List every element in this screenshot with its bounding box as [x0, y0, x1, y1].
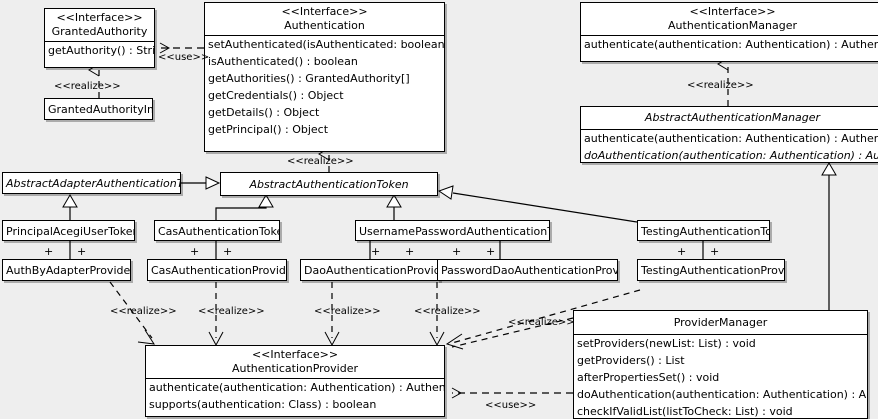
class-password-dao-authentication-provider[interactable]: PasswordDaoAuthenticationProvider: [437, 259, 618, 281]
class-authentication[interactable]: <<Interface>> Authentication setAuthenti…: [204, 2, 445, 152]
class-stereotype: <<Interface>>: [56, 11, 143, 24]
assoc-plus: +: [77, 245, 87, 258]
operation: getCredentials() : Object: [208, 89, 344, 102]
operation: authenticate(authentication: Authenticat…: [584, 38, 878, 51]
class-name: ProviderManager: [673, 316, 768, 329]
assoc-plus: +: [223, 245, 233, 258]
operation: isAuthenticated() : boolean: [208, 55, 358, 68]
class-name: UsernamePasswordAuthenticationToken: [359, 225, 549, 238]
compartment-divider: [581, 129, 878, 130]
compartment-divider: [146, 378, 444, 379]
class-abstract-adapter-authentication-token[interactable]: AbstractAdapterAuthenticationToken: [2, 172, 181, 194]
edge-label-realize-daoauthenticationprovider: <<realize>>: [314, 306, 381, 317]
class-name: AbstractAdapterAuthenticationToken: [6, 177, 180, 190]
operation: getAuthorities() : GrantedAuthority[]: [208, 72, 410, 85]
class-abstract-authentication-token[interactable]: AbstractAuthenticationToken: [220, 172, 438, 196]
class-granted-authority[interactable]: <<Interface>> GrantedAuthority getAuthor…: [44, 8, 155, 68]
class-provider-manager[interactable]: ProviderManager setProviders(newList: Li…: [573, 310, 868, 419]
compartment-divider: [581, 35, 878, 36]
edge-label-realize-casauthenticationprovider: <<realize>>: [198, 306, 265, 317]
class-name: DaoAuthenticationProvider: [304, 264, 440, 277]
operation: getPrincipal() : Object: [208, 123, 329, 136]
operation: setProviders(newList: List) : void: [577, 337, 756, 350]
class-name: PrincipalAcegiUserToken: [6, 225, 135, 238]
edge-label-realize-authbyadapterprovider: <<realize>>: [110, 306, 177, 317]
class-authentication-manager[interactable]: <<Interface>> AuthenticationManager auth…: [580, 2, 878, 62]
edge-label-realize-providermanager: <<realize>>: [508, 317, 575, 328]
edge-label-realize-abstractauthenticationtoken: <<realize>>: [287, 156, 354, 167]
compartment-divider: [574, 334, 867, 335]
edge-usernamepasswordtoken-extends-abstractauthenticationtoken: [386, 194, 402, 220]
class-cas-authentication-token[interactable]: CasAuthenticationToken: [154, 220, 280, 241]
operations-compartment: authenticate(authentication: Authenticat…: [146, 379, 444, 413]
edge-label-realize-abstractauthenticationmanager: <<realize>>: [687, 80, 754, 91]
class-name: GrantedAuthority: [51, 25, 148, 38]
class-testing-authentication-provider[interactable]: TestingAuthenticationProvider: [637, 259, 785, 281]
class-cas-authentication-provider[interactable]: CasAuthenticationProvider: [147, 259, 287, 281]
assoc-plus: +: [452, 245, 462, 258]
class-principal-acegi-user-token[interactable]: PrincipalAcegiUserToken: [2, 220, 135, 241]
operation: doAuthentication(authentication: Authent…: [577, 388, 867, 401]
operation: getAuthority() : String: [48, 44, 155, 57]
operation: getDetails() : Object: [208, 106, 320, 119]
class-authentication-provider[interactable]: <<Interface>> AuthenticationProvider aut…: [145, 345, 445, 417]
class-name: Authentication: [284, 19, 365, 32]
edge-testingauthenticationtoken-extends-abstractauthenticationtoken: [437, 185, 638, 223]
edge-providermanager-extends-abstractauthenticationmanager: [821, 162, 837, 310]
class-abstract-authentication-manager[interactable]: AbstractAuthenticationManager authentica…: [580, 106, 878, 163]
assoc-plus: +: [190, 245, 200, 258]
class-stereotype: <<Interface>>: [251, 348, 339, 361]
class-name: AbstractAuthenticationManager: [644, 111, 821, 124]
assoc-plus: +: [44, 245, 54, 258]
operation: authenticate(authentication: Authenticat…: [149, 381, 444, 394]
operation: checkIfValidList(listToCheck: List) : vo…: [577, 405, 793, 418]
operations-compartment: setProviders(newList: List) : void getPr…: [574, 335, 867, 418]
class-name: AuthenticationProvider: [231, 362, 359, 375]
class-name: AuthByAdapterProvider: [6, 264, 131, 277]
operations-compartment: setAuthenticated(isAuthenticated: boolea…: [205, 36, 444, 138]
operation: getProviders() : List: [577, 354, 685, 367]
operation: supports(authentication: Class) : boolea…: [149, 398, 377, 411]
class-dao-authentication-provider[interactable]: DaoAuthenticationProvider: [300, 259, 440, 281]
class-name: TestingAuthenticationToken: [641, 225, 769, 238]
assoc-plus: +: [371, 245, 381, 258]
edge-label-realize-passworddaoprovider: <<realize>>: [414, 306, 481, 317]
class-name: PasswordDaoAuthenticationProvider: [441, 264, 617, 277]
class-testing-authentication-token[interactable]: TestingAuthenticationToken: [637, 220, 770, 241]
assoc-plus: +: [710, 245, 720, 258]
edge-casauthenticationtoken-extends-abstractauthenticationtoken: [215, 194, 274, 220]
assoc-plus: +: [405, 245, 415, 258]
operations-compartment: authenticate(authentication: Authenticat…: [581, 36, 878, 53]
class-stereotype: <<Interface>>: [689, 5, 776, 18]
class-name: GrantedAuthorityImpl: [48, 103, 152, 116]
compartment-divider: [205, 35, 444, 36]
assoc-plus: +: [486, 245, 496, 258]
compartment-divider: [45, 41, 154, 42]
class-name: CasAuthenticationToken: [158, 225, 280, 238]
class-name: AuthenticationManager: [668, 19, 797, 32]
edge-abstractadapter-extends-abstractauthenticationtoken: [181, 176, 221, 190]
assoc-plus: +: [677, 245, 687, 258]
class-stereotype: <<Interface>>: [281, 5, 368, 18]
operation: authenticate(authentication: Authenticat…: [584, 132, 878, 145]
operation: doAuthentication(authentication: Authent…: [584, 149, 878, 162]
class-granted-authority-impl[interactable]: GrantedAuthorityImpl: [44, 98, 153, 120]
class-auth-by-adapter-provider[interactable]: AuthByAdapterProvider: [2, 259, 131, 281]
operations-compartment: authenticate(authentication: Authenticat…: [581, 130, 878, 162]
class-name: AbstractAuthenticationToken: [249, 178, 409, 191]
class-name: CasAuthenticationProvider: [151, 264, 287, 277]
operation: setAuthenticated(isAuthenticated: boolea…: [208, 38, 445, 51]
edge-label-use-providermanager: <<use>>: [485, 400, 537, 411]
edge-principalacegiusertoken-extends-abstractadapter: [62, 194, 78, 220]
operation: afterPropertiesSet() : void: [577, 371, 720, 384]
edge-label-use-grantedauthority: <<use>>: [158, 52, 210, 63]
class-name: TestingAuthenticationProvider: [641, 264, 785, 277]
edge-label-realize-grantedauthorityimpl: <<realize>>: [54, 81, 121, 92]
class-username-password-authentication-token[interactable]: UsernamePasswordAuthenticationToken: [355, 220, 550, 241]
operations-compartment: getAuthority() : String: [45, 42, 154, 59]
